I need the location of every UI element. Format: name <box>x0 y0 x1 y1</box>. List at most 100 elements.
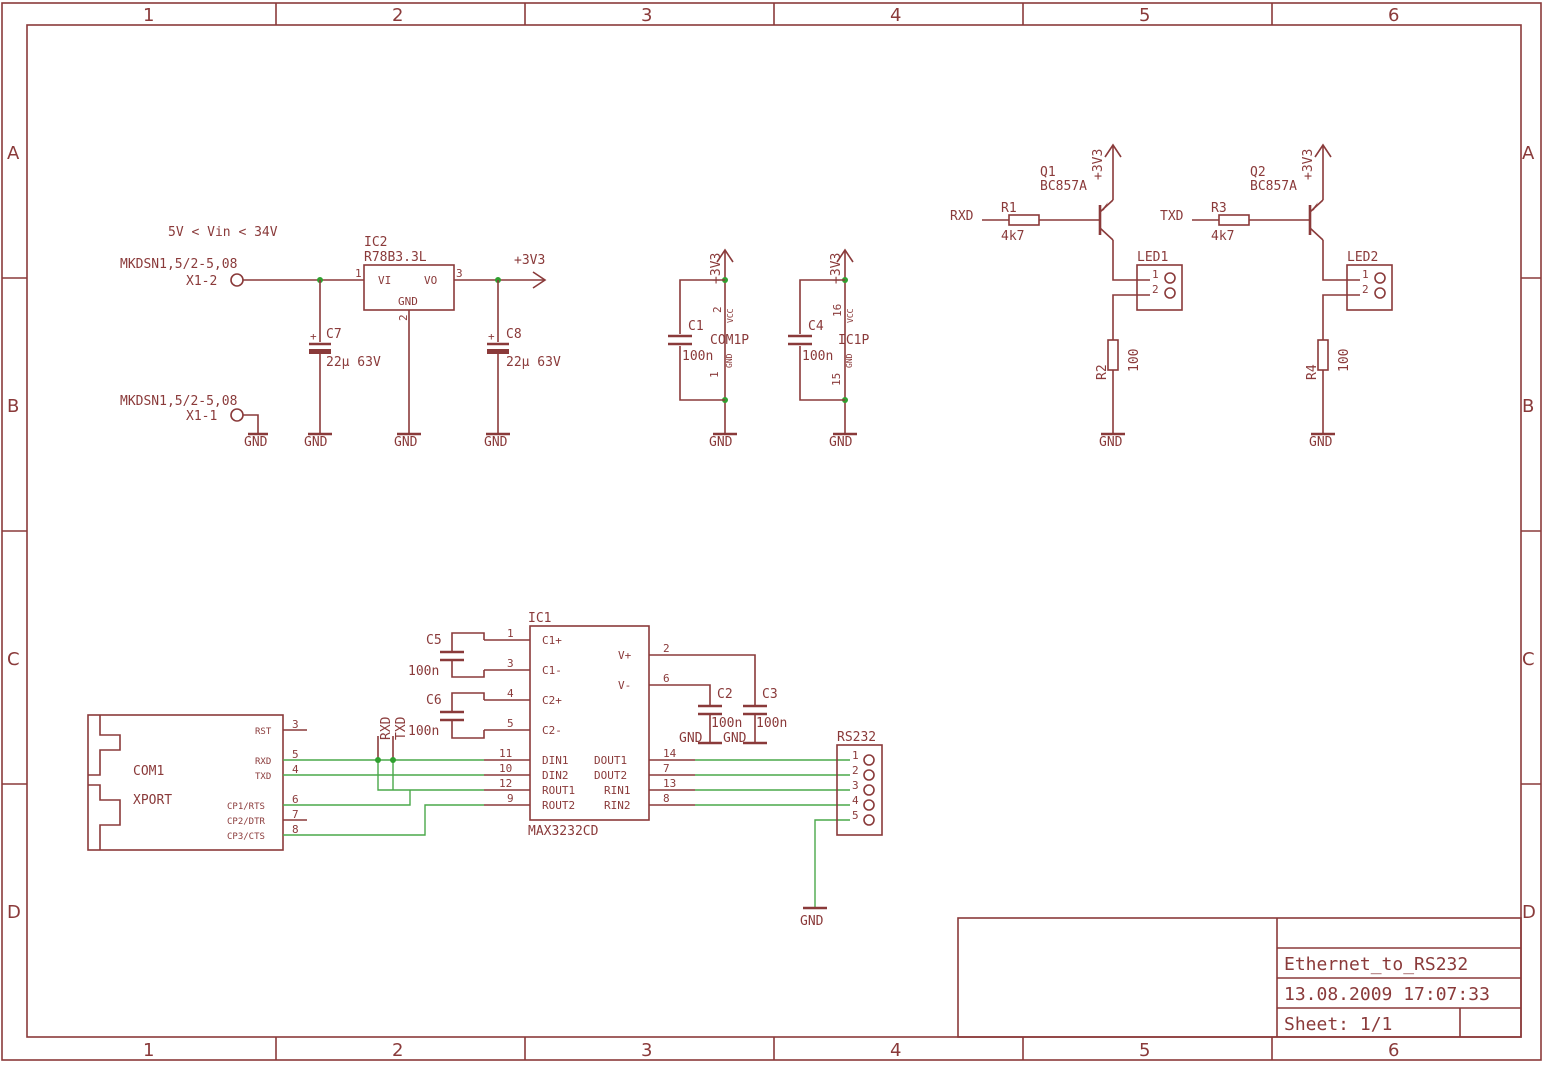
gnd-label-r2: GND <box>1099 435 1123 450</box>
svg-text:VI: VI <box>378 274 391 287</box>
xport-pin-dtr: CP2/DTR <box>227 817 266 827</box>
gnd-label-com1p: GND <box>709 435 733 450</box>
xport-pin-txd: TXD <box>255 772 271 782</box>
svg-text:+3V3: +3V3 <box>1301 149 1316 180</box>
ic1-pin-c2plus: C2+ <box>542 694 562 707</box>
xport-pin-rxd: RXD <box>255 757 271 767</box>
q1-name: Q1 <box>1040 165 1056 180</box>
svg-text:13: 13 <box>663 777 676 790</box>
row-label-right-c: C <box>1522 649 1535 670</box>
ic1-pin-dout1: DOUT1 <box>594 754 627 767</box>
gnd-label-c7: GND <box>304 435 328 450</box>
ic1-pin-c1plus: C1+ <box>542 634 562 647</box>
r4-value: 100 <box>1337 349 1352 372</box>
x1-2-terminal <box>230 273 244 287</box>
ic1-value: MAX3232CD <box>528 824 599 839</box>
led-driver-section: RXD R1 4k7 +3V3 Q1 BC857A LED1 1 2 R2 10… <box>950 143 1393 450</box>
svg-text:4: 4 <box>507 687 514 700</box>
svg-text:1: 1 <box>852 749 859 762</box>
r1-name: R1 <box>1001 201 1017 216</box>
title-block-date: 13.08.2009 17:07:33 <box>1284 984 1490 1005</box>
col-label-top-4: 4 <box>890 5 901 26</box>
decoupling-section: +3V3 C1 100n COM1P 2 VCC 1 GND GND +3V3 … <box>668 248 869 450</box>
svg-text:8: 8 <box>292 823 299 836</box>
ic1-max3232 <box>529 625 650 821</box>
gnd-label-c8: GND <box>484 435 508 450</box>
ic1-pin-vplus: V+ <box>618 649 632 662</box>
svg-text:5: 5 <box>852 809 859 822</box>
r1-resistor <box>1008 214 1040 226</box>
svg-text:3: 3 <box>456 267 463 280</box>
com1p-label: COM1P <box>710 333 749 348</box>
svg-text:2: 2 <box>1152 283 1159 296</box>
c5-value: 100n <box>408 664 439 679</box>
led2-connector <box>1346 264 1393 311</box>
ic1-pin-rout1: ROUT1 <box>542 784 575 797</box>
row-label-right-a: A <box>1522 143 1535 164</box>
c7-name: C7 <box>326 327 342 342</box>
title-block-title: Ethernet_to_RS232 <box>1284 954 1468 975</box>
title-block-sheet: Sheet: 1/1 <box>1284 1014 1392 1035</box>
xport-pin-cts: CP3/CTS <box>227 832 265 842</box>
led2-label: LED2 <box>1347 250 1378 265</box>
svg-text:5: 5 <box>507 717 514 730</box>
q2-name: Q2 <box>1250 165 1266 180</box>
svg-text:2: 2 <box>852 764 859 777</box>
svg-text:+3V3: +3V3 <box>709 253 724 284</box>
svg-text:3: 3 <box>292 718 299 731</box>
row-label-left-d: D <box>7 902 21 923</box>
svg-text:VO: VO <box>424 274 437 287</box>
svg-text:+: + <box>488 330 495 343</box>
ic1-pin-c2minus: C2- <box>542 724 562 737</box>
q1-transistor <box>1100 202 1108 212</box>
svg-text:1: 1 <box>1152 268 1159 281</box>
col-label-top-6: 6 <box>1388 5 1399 26</box>
svg-text:1: 1 <box>1362 268 1369 281</box>
c3-name: C3 <box>762 687 778 702</box>
x1-2-name-label: X1-2 <box>186 274 217 289</box>
gnd-label-rs232: GND <box>800 914 824 929</box>
svg-text:10: 10 <box>499 762 512 775</box>
led1-label: LED1 <box>1137 250 1168 265</box>
col-label-bottom-3: 3 <box>641 1040 652 1061</box>
svg-text:4: 4 <box>852 794 859 807</box>
svg-text:8: 8 <box>663 792 670 805</box>
max3232-section: IC1 MAX3232CD C1+ C1- C2+ C2- DIN1 DIN2 … <box>377 611 787 839</box>
ic2-name: IC2 <box>364 235 387 250</box>
svg-text:GND: GND <box>725 353 734 368</box>
signal-nets <box>283 757 850 907</box>
gnd-label-ic2: GND <box>394 435 418 450</box>
svg-text:+3V3: +3V3 <box>829 253 844 284</box>
q1-value: BC857A <box>1040 179 1087 194</box>
col-label-top-2: 2 <box>392 5 403 26</box>
svg-text:9: 9 <box>507 792 514 805</box>
r1-value: 4k7 <box>1001 229 1024 244</box>
c7-capacitor <box>309 349 331 354</box>
x1-1-name-label: X1-1 <box>186 409 217 424</box>
svg-text:12: 12 <box>499 777 512 790</box>
svg-text:16: 16 <box>831 304 844 317</box>
svg-text:15: 15 <box>830 373 843 386</box>
svg-text:+3V3: +3V3 <box>1091 149 1106 180</box>
c1-name: C1 <box>688 319 704 334</box>
r3-resistor <box>1218 214 1250 226</box>
c4-name: C4 <box>808 319 824 334</box>
svg-text:1: 1 <box>507 627 514 640</box>
gnd-label-x1: GND <box>244 435 268 450</box>
ic1-pin-rin2: RIN2 <box>604 799 631 812</box>
row-label-left-b: B <box>7 396 19 417</box>
svg-text:VCC: VCC <box>846 308 855 323</box>
svg-text:1: 1 <box>708 371 721 378</box>
ic1-pin-rin1: RIN1 <box>604 784 631 797</box>
output-net-label: +3V3 <box>514 253 545 268</box>
row-label-left-c: C <box>7 649 20 670</box>
svg-text:2: 2 <box>1362 283 1369 296</box>
c3-value: 100n <box>756 716 787 731</box>
col-label-bottom-2: 2 <box>392 1040 403 1061</box>
svg-text:GND: GND <box>398 295 418 308</box>
title-block: Ethernet_to_RS232 13.08.2009 17:07:33 Sh… <box>957 917 1522 1038</box>
svg-text:+: + <box>310 330 317 343</box>
c6-value: 100n <box>408 724 439 739</box>
c2-name: C2 <box>717 687 733 702</box>
